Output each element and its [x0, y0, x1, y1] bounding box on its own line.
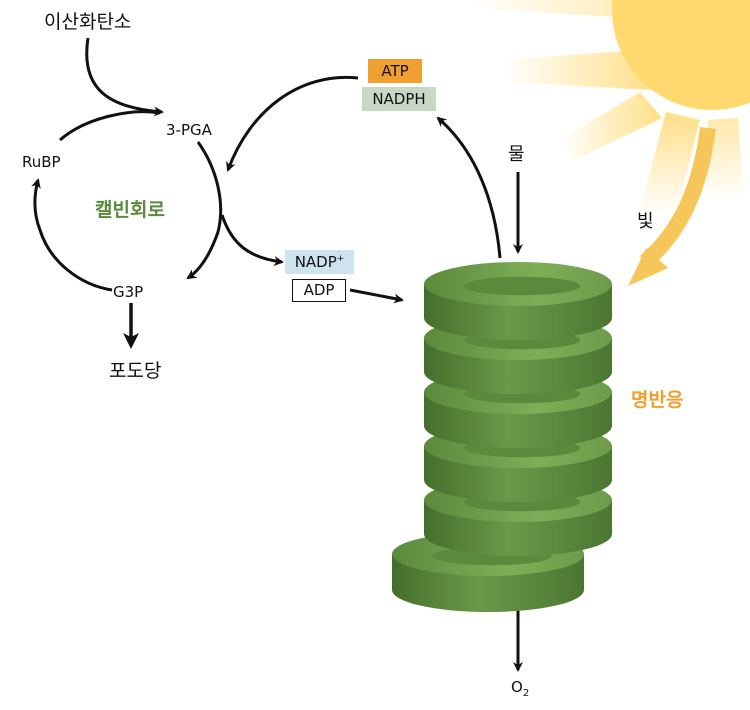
- co2-label: 이산화탄소: [44, 11, 132, 33]
- atp-to-calvin-arrow: [226, 75, 359, 172]
- atp-box: ATP: [368, 59, 422, 83]
- sun-disc: [612, 0, 750, 110]
- water-label: 물: [508, 144, 525, 165]
- adp-box: ADP: [292, 279, 346, 302]
- nadp-box: NADP+: [285, 250, 354, 274]
- sun-ray: [500, 50, 650, 90]
- glucose-label: 포도당: [109, 360, 162, 382]
- oxygen-subscript: 2: [522, 688, 530, 699]
- sun-ray: [706, 118, 744, 200]
- adp-arrow: [349, 288, 404, 304]
- light-arrow-head: [628, 248, 668, 286]
- sun-icon: [470, 0, 750, 286]
- co2-arrow: [85, 37, 164, 117]
- rubp-label: RuBP: [22, 153, 61, 171]
- stack-to-atp-arrow: [436, 116, 502, 259]
- pga-label: 3-PGA: [166, 121, 212, 139]
- nadph-box: NADPH: [362, 87, 436, 111]
- nadp-arrow: [220, 214, 284, 266]
- nadp-charge: +: [336, 254, 345, 264]
- thylakoid-disc-lumen: [463, 276, 581, 296]
- calvin-cycle-label: 캘빈회로: [95, 199, 165, 221]
- thylakoid-stack: [392, 262, 612, 612]
- sun-ray: [640, 112, 700, 215]
- light-reaction-label: 명반응: [631, 389, 684, 411]
- sun-ray: [560, 92, 662, 160]
- light-arrow: [639, 126, 716, 269]
- nadp-text: NADP: [294, 253, 337, 271]
- light-label: 빛: [637, 211, 654, 232]
- g3p-label: G3P: [113, 283, 144, 301]
- oxygen-symbol: O: [511, 678, 523, 696]
- oxygen-label: O2: [511, 678, 529, 699]
- thylakoid-disc: [424, 262, 612, 340]
